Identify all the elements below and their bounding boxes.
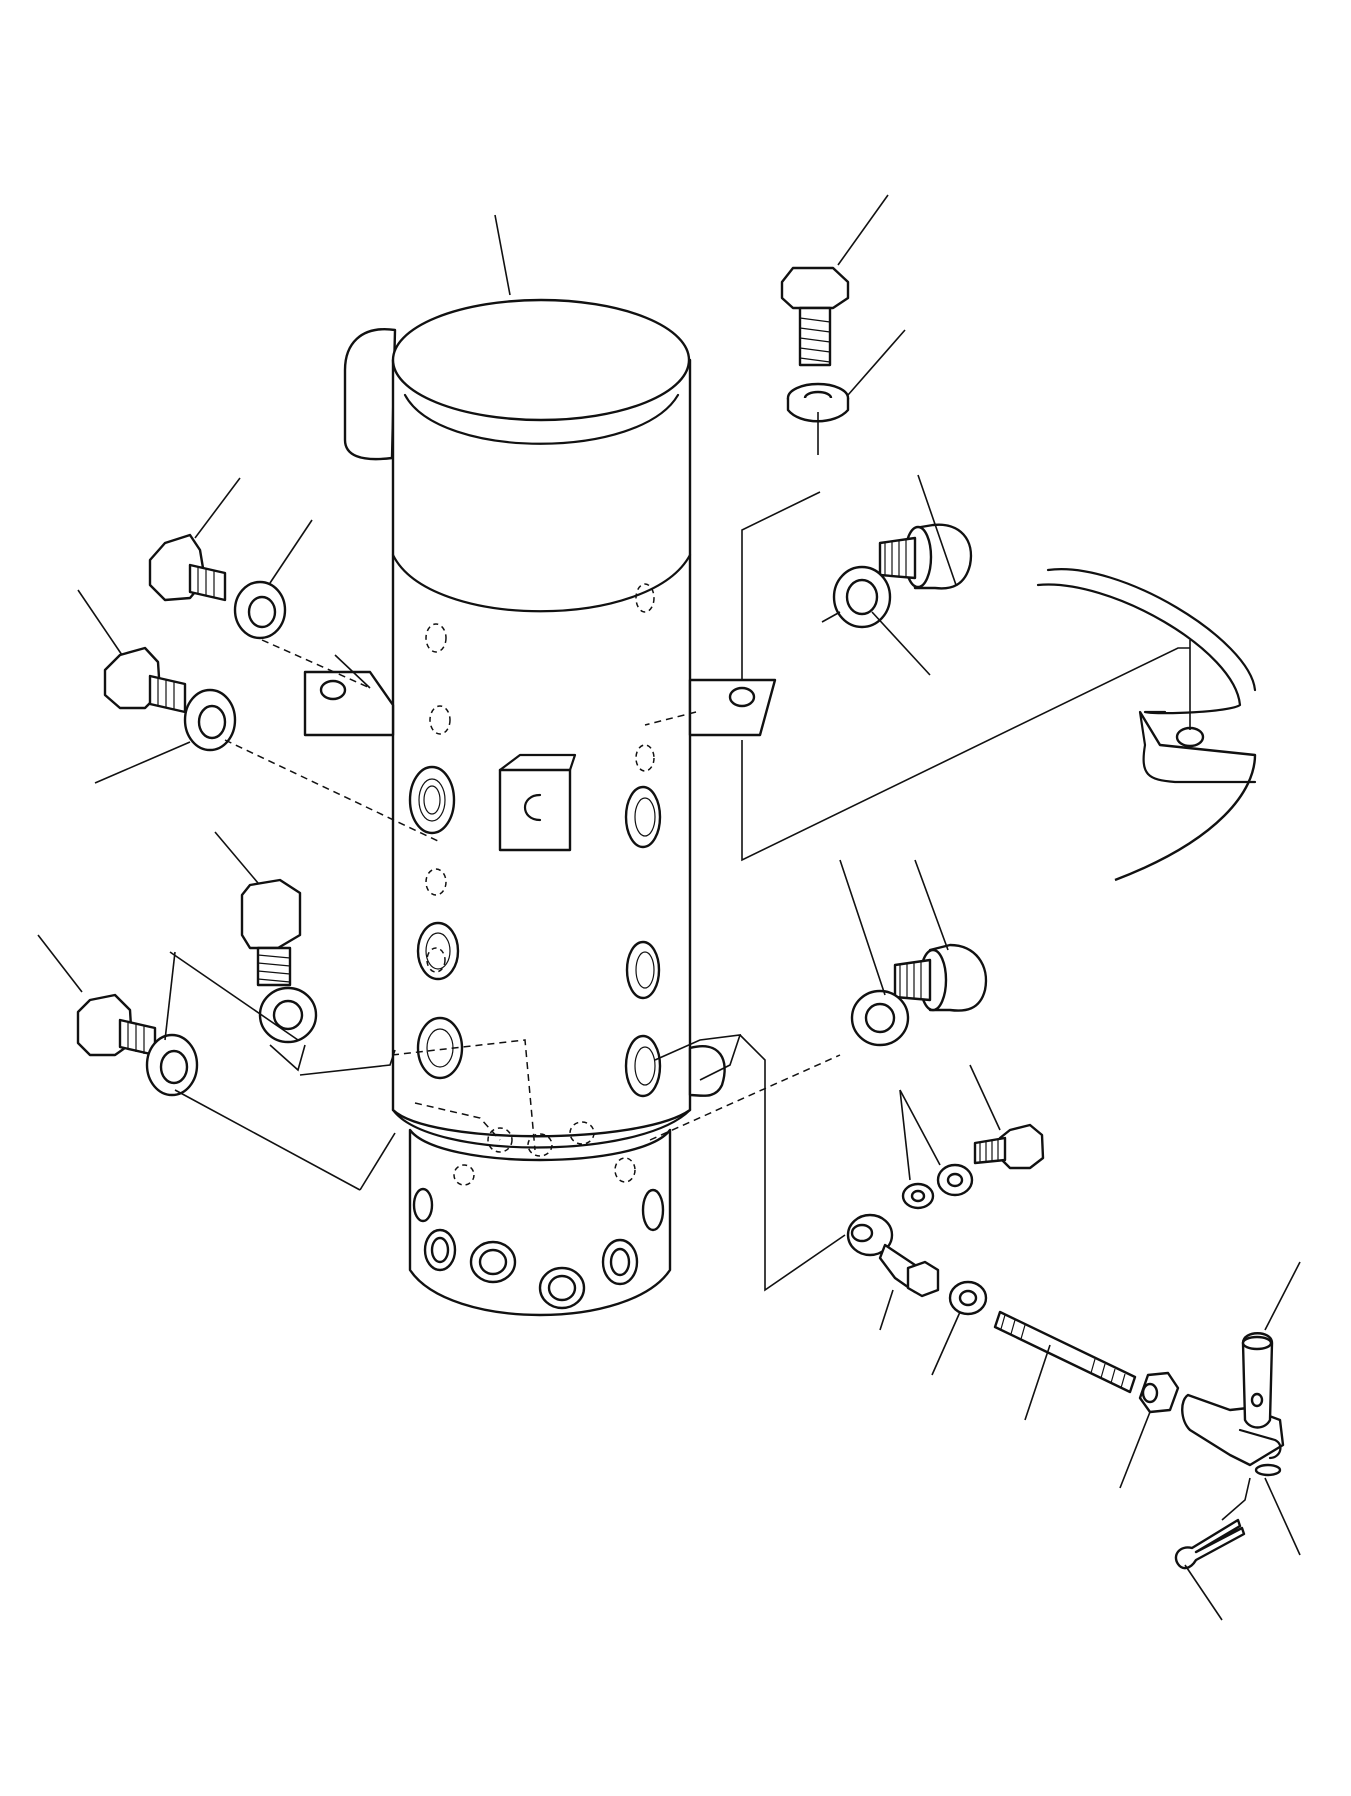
hidden-lines (224, 639, 841, 1151)
small-bolt-with-washers (901, 1123, 1045, 1210)
linkage-rod-assembly (846, 1213, 1285, 1477)
mounting-bracket-outline (1036, 568, 1257, 882)
swivel-joint-body (303, 298, 777, 1317)
upper-mounting-bolt-with-washer (780, 266, 850, 423)
leader-lines (37, 194, 1301, 1621)
lower-left-plugs-with-seals (76, 878, 318, 1097)
right-plug-with-seal (832, 523, 973, 629)
left-plugs-with-seals (103, 533, 287, 752)
clevis-pin-and-cotter-pin (1174, 1332, 1274, 1570)
lower-right-plug-with-seal (850, 943, 988, 1047)
